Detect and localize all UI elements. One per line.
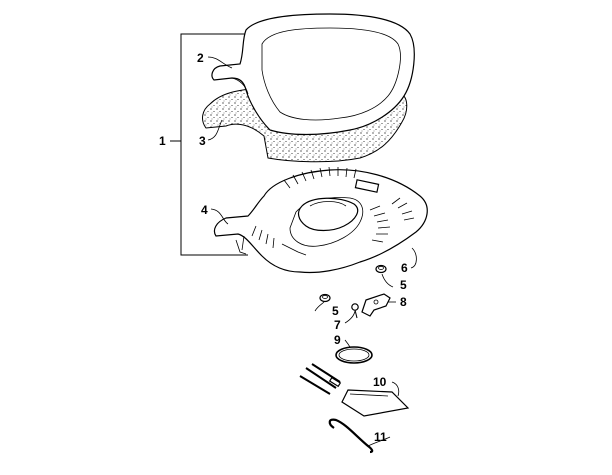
tool-kit-items [299,363,342,395]
hook-tool-part [328,418,374,454]
seat-cover-part [211,13,415,136]
tool-pouch-part [341,389,410,417]
callout-6: 6 [401,261,408,275]
assembly-bracket [170,33,248,256]
seat-base-ribs [251,166,415,256]
grommet-part [319,264,387,303]
callout-11: 11 [374,430,387,444]
leader-lines [207,56,417,447]
callout-1: 1 [159,134,166,148]
fastener-part [351,303,359,319]
callout-7: 7 [334,318,341,332]
callout-5-lower: 5 [332,304,339,318]
callout-3: 3 [199,134,206,148]
o-ring-part [335,346,373,364]
callout-4: 4 [201,203,208,217]
callout-10: 10 [373,375,387,389]
seat-base-part [213,166,428,274]
latch-bracket-part [361,293,391,317]
callout-8: 8 [400,295,407,309]
callout-labels: 1 2 3 4 5 5 6 7 8 9 10 11 [159,51,408,444]
callout-5-upper: 5 [400,278,407,292]
callout-2: 2 [197,51,204,65]
callout-9: 9 [334,333,341,347]
